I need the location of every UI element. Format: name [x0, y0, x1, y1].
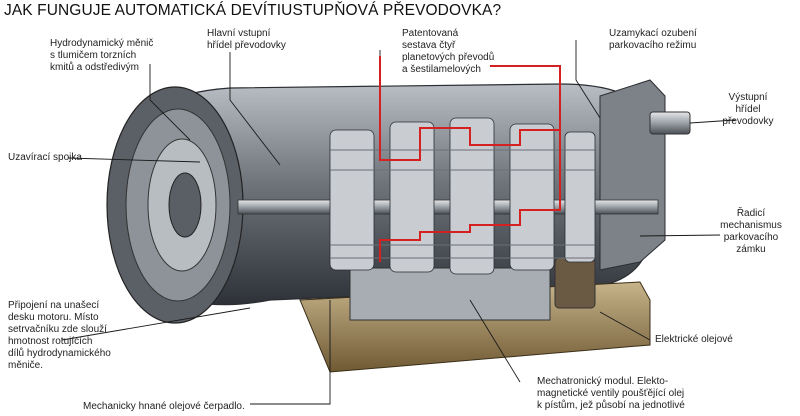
planetary-gearsets [329, 117, 596, 275]
callout-output-shaft: Výstupní hřídel převodovky [722, 92, 774, 127]
callout-engine-mount: Připojení na unašecí desku motoru. Místo… [8, 300, 111, 371]
callout-electric-pump: Elektrické olejové [655, 334, 733, 345]
clutch-highlight [379, 56, 561, 262]
callout-input-shaft: Hlavní vstupní hřídel převodovky [207, 28, 286, 51]
page-title: JAK FUNGUJE AUTOMATICKÁ DEVÍTIUSTUPŇOVÁ … [4, 2, 502, 19]
callout-planetary-set: Patentovaná sestava čtyř planetových pře… [402, 28, 495, 75]
callout-parking-teeth: Uzamykací ozubení parkovacího režimu [609, 28, 697, 51]
callout-converter: Hydrodynamický měnič s tlumičem torzních… [50, 38, 154, 73]
callout-mechatronic: Mechatronický modul. Elekto- magnetické … [537, 376, 685, 411]
callout-parking-mechanism: Řadicí mechanismus parkovacího zámku [720, 208, 782, 255]
callout-lines [61, 40, 736, 405]
callout-lockup-clutch: Uzavírací spojka [8, 152, 82, 163]
callout-mechanical-pump: Mechanicky hnané olejové čerpadlo. [83, 401, 245, 412]
